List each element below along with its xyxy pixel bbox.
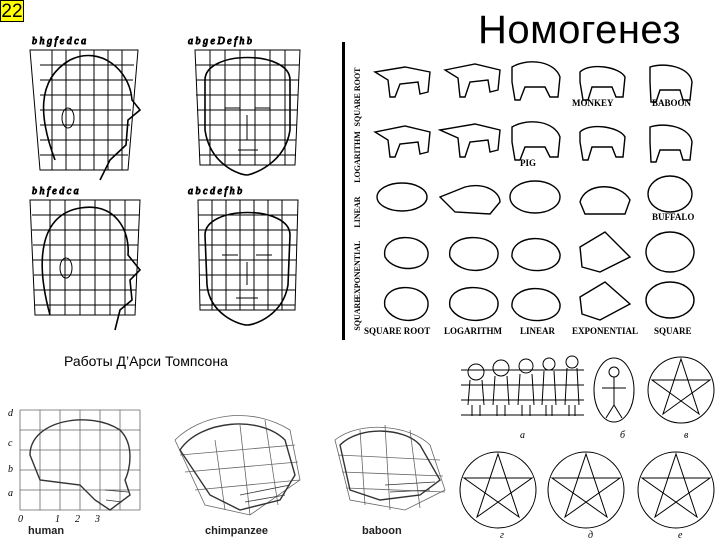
axis-x-label: 0 xyxy=(18,514,23,525)
letters-top-right: a b g e D e f h b xyxy=(188,36,252,47)
column-label-square: SQUARE xyxy=(654,326,692,336)
animal-row-labels: SQUARE ROOT LOGARITHM LINEAR EXPONENTIAL… xyxy=(353,67,362,331)
figure-sublabel: б xyxy=(620,430,626,441)
oval-figure xyxy=(594,358,634,422)
axis-x-label: 3 xyxy=(94,514,100,525)
figure-sublabels: а б в г д е xyxy=(500,430,689,540)
column-label-logarithm: LOGARITHM xyxy=(444,326,503,336)
row-label-logarithm: LOGARITHM xyxy=(353,131,362,183)
axis-x-label: 2 xyxy=(75,514,80,525)
axis-x-label: 1 xyxy=(55,514,60,525)
animal-label-baboon: BABOON xyxy=(652,98,692,108)
slide-caption: Работы Д’Арси Томпсона xyxy=(64,352,228,370)
pentagram-circle-bottom-left xyxy=(460,452,536,528)
head-profile-grid-bottom xyxy=(30,200,140,330)
column-label-linear: LINEAR xyxy=(520,326,556,336)
skull-label-human: human xyxy=(28,525,64,537)
figure-sublabel: в xyxy=(684,430,689,441)
letters-mid-left: b h f e d c a xyxy=(32,186,79,197)
skulls-drawing: d c b a 0 1 2 3 human chimpanzee baboon xyxy=(0,400,455,540)
row-label-square-root: SQUARE ROOT xyxy=(353,67,362,127)
head-profile-grid-top xyxy=(30,50,140,180)
figure-sublabel: д xyxy=(588,530,593,540)
skulls-illustration: d c b a 0 1 2 3 human chimpanzee baboon xyxy=(0,400,455,540)
column-label-square-root: SQUARE ROOT xyxy=(364,326,430,336)
pentagram-circle-bottom-mid xyxy=(548,452,624,528)
baboon-skull-grid xyxy=(335,425,445,510)
animal-transformations-illustration: SQUARE ROOT LOGARITHM LINEAR EXPONENTIAL… xyxy=(340,42,708,340)
animal-column-labels: SQUARE ROOT LOGARITHM LINEAR EXPONENTIAL… xyxy=(364,326,692,336)
column-label-exponential: EXPONENTIAL xyxy=(572,326,638,336)
row-label-exponential: EXPONENTIAL xyxy=(353,241,362,300)
figure-proportions-drawing: а б в г д е xyxy=(456,350,720,540)
figure-sublabel: е xyxy=(678,530,683,540)
chimpanzee-skull-grid xyxy=(175,416,300,515)
skull-axis-y-labels: d c b a xyxy=(8,408,14,499)
row-label-square: SQUARE xyxy=(353,297,362,330)
animal-label-buffalo: BUFFALO xyxy=(652,212,694,222)
skull-label-chimpanzee: chimpanzee xyxy=(205,525,268,537)
skull-axis-x-labels: 0 1 2 3 xyxy=(18,514,100,525)
skull-label-baboon: baboon xyxy=(362,525,402,537)
human-skull-grid xyxy=(20,410,140,510)
animal-transformations-drawing: SQUARE ROOT LOGARITHM LINEAR EXPONENTIAL… xyxy=(340,42,708,340)
animal-label-pig: PIG xyxy=(520,158,536,168)
pentagram-circle-bottom-right xyxy=(638,452,714,528)
grid-heads-illustration: b h g f e d c a a b g e D e f h b b h f … xyxy=(0,0,332,345)
figure-sublabel: г xyxy=(500,530,504,540)
head-front-grid-top xyxy=(195,50,300,175)
figure-proportions-illustration: а б в г д е xyxy=(456,350,720,540)
grid-heads-drawing: b h g f e d c a a b g e D e f h b b h f … xyxy=(0,0,332,345)
row-label-linear: LINEAR xyxy=(353,196,362,227)
letters-top-left: b h g f e d c a xyxy=(32,36,86,47)
head-front-grid-bottom xyxy=(198,200,298,325)
letters-mid-right: a b c d e f h b xyxy=(188,186,242,197)
figure-sublabel: а xyxy=(520,430,525,441)
animal-label-monkey: MONKEY xyxy=(572,98,614,108)
axis-y-label: b xyxy=(8,464,13,475)
axis-y-label: a xyxy=(8,488,13,499)
animal-silhouettes xyxy=(375,62,694,321)
children-growth-figures xyxy=(461,356,584,416)
pentagram-circle-top xyxy=(648,357,714,423)
axis-y-label: c xyxy=(8,438,13,449)
axis-y-label: d xyxy=(8,408,14,419)
